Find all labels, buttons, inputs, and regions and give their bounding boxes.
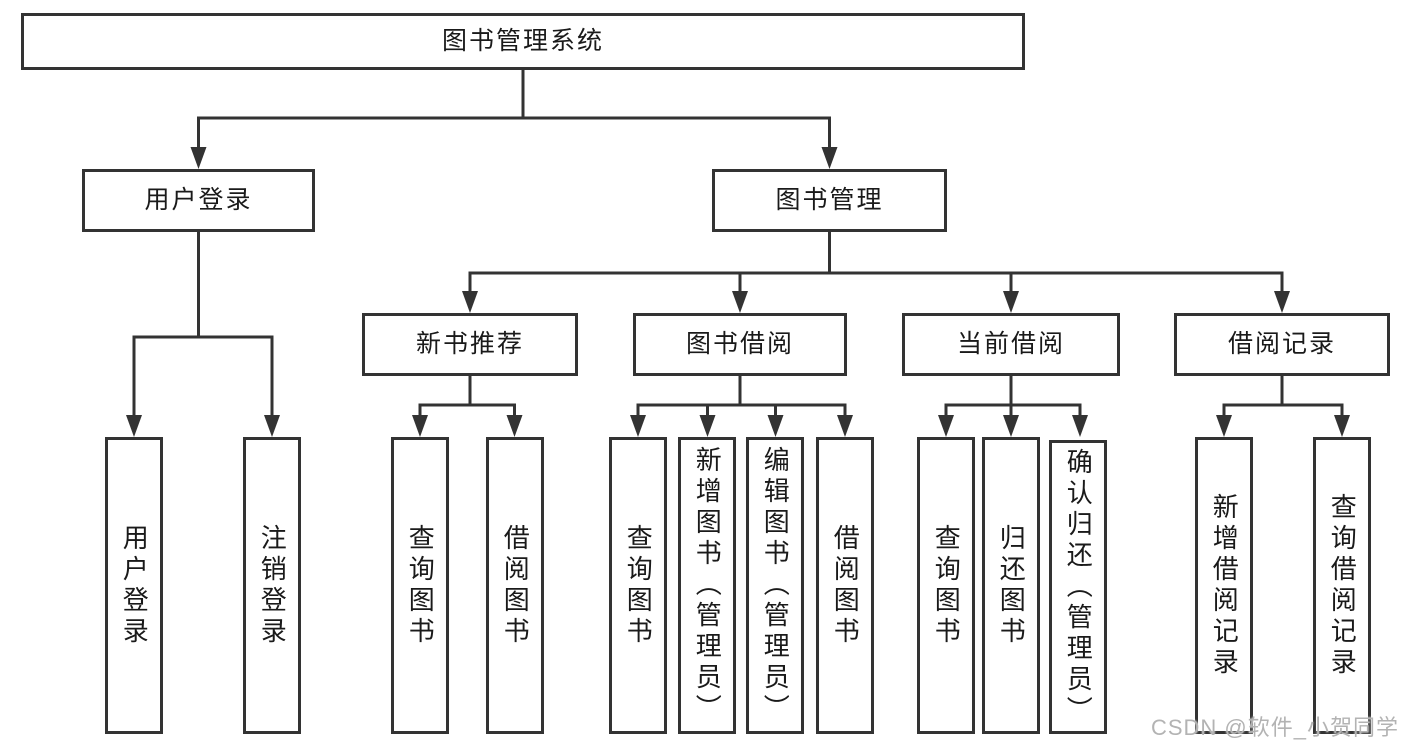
connector-newbook-to-leaves — [412, 376, 523, 437]
leaf-user-login: 用户登录 — [105, 437, 163, 734]
leaf-nb-borrow-books-label: 借阅图书 — [500, 523, 531, 648]
leaf-br-search-record: 查询借阅记录 — [1313, 437, 1371, 734]
leaf-logout-label: 注销登录 — [257, 523, 288, 648]
leaf-cb-confirm-return: 确认归还（管理员） — [1049, 440, 1107, 734]
leaf-br-add-record-label: 新增借阅记录 — [1209, 492, 1240, 679]
leaf-bb-search-books-label: 查询图书 — [623, 523, 654, 648]
node-root: 图书管理系统 — [21, 13, 1025, 70]
leaf-bb-borrow-books: 借阅图书 — [816, 437, 874, 734]
node-root-label: 图书管理系统 — [441, 27, 604, 55]
watermark-text: CSDN @软件_小贺同学 — [1150, 715, 1399, 740]
leaf-bb-edit-books-label: 编辑图书（管理员） — [760, 446, 791, 725]
node-book-borrowing-label: 图书借阅 — [685, 330, 794, 358]
connector-userlogin-to-leaves — [126, 232, 280, 437]
connector-current-to-leaves — [938, 376, 1088, 437]
node-user-login: 用户登录 — [82, 169, 315, 232]
leaf-cb-return-books-label: 归还图书 — [996, 523, 1027, 648]
leaf-br-add-record: 新增借阅记录 — [1195, 437, 1253, 734]
connector-borrowing-to-leaves — [630, 376, 853, 437]
connector-root-to-level2 — [190, 70, 838, 169]
node-current-borrowing-label: 当前借阅 — [956, 330, 1065, 358]
node-book-borrowing: 图书借阅 — [633, 313, 847, 376]
node-new-book-recommendation: 新书推荐 — [362, 313, 578, 376]
node-borrowing-records: 借阅记录 — [1174, 313, 1390, 376]
connector-bookmgmt-to-level3 — [462, 232, 1290, 313]
node-current-borrowing: 当前借阅 — [902, 313, 1120, 376]
leaf-cb-search-books-label: 查询图书 — [931, 523, 962, 648]
leaf-cb-search-books: 查询图书 — [917, 437, 975, 734]
node-new-book-recommendation-label: 新书推荐 — [415, 330, 524, 358]
node-book-management-label: 图书管理 — [775, 186, 884, 214]
leaf-bb-add-books-label: 新增图书（管理员） — [692, 446, 723, 725]
leaf-cb-return-books: 归还图书 — [982, 437, 1040, 734]
node-borrowing-records-label: 借阅记录 — [1227, 330, 1336, 358]
leaf-bb-borrow-books-label: 借阅图书 — [830, 523, 861, 648]
node-book-management: 图书管理 — [712, 169, 947, 232]
leaf-user-login-label: 用户登录 — [119, 523, 150, 648]
leaf-br-search-record-label: 查询借阅记录 — [1327, 492, 1358, 679]
leaf-nb-search-books-label: 查询图书 — [405, 523, 436, 648]
leaf-cb-confirm-return-label: 确认归还（管理员） — [1063, 447, 1094, 727]
connector-records-to-leaves — [1216, 376, 1350, 437]
leaf-bb-search-books: 查询图书 — [609, 437, 667, 734]
leaf-bb-edit-books: 编辑图书（管理员） — [746, 437, 804, 734]
leaf-nb-search-books: 查询图书 — [391, 437, 449, 734]
leaf-nb-borrow-books: 借阅图书 — [486, 437, 544, 734]
leaf-bb-add-books: 新增图书（管理员） — [678, 437, 736, 734]
leaf-logout: 注销登录 — [243, 437, 301, 734]
node-user-login-label: 用户登录 — [144, 186, 253, 214]
